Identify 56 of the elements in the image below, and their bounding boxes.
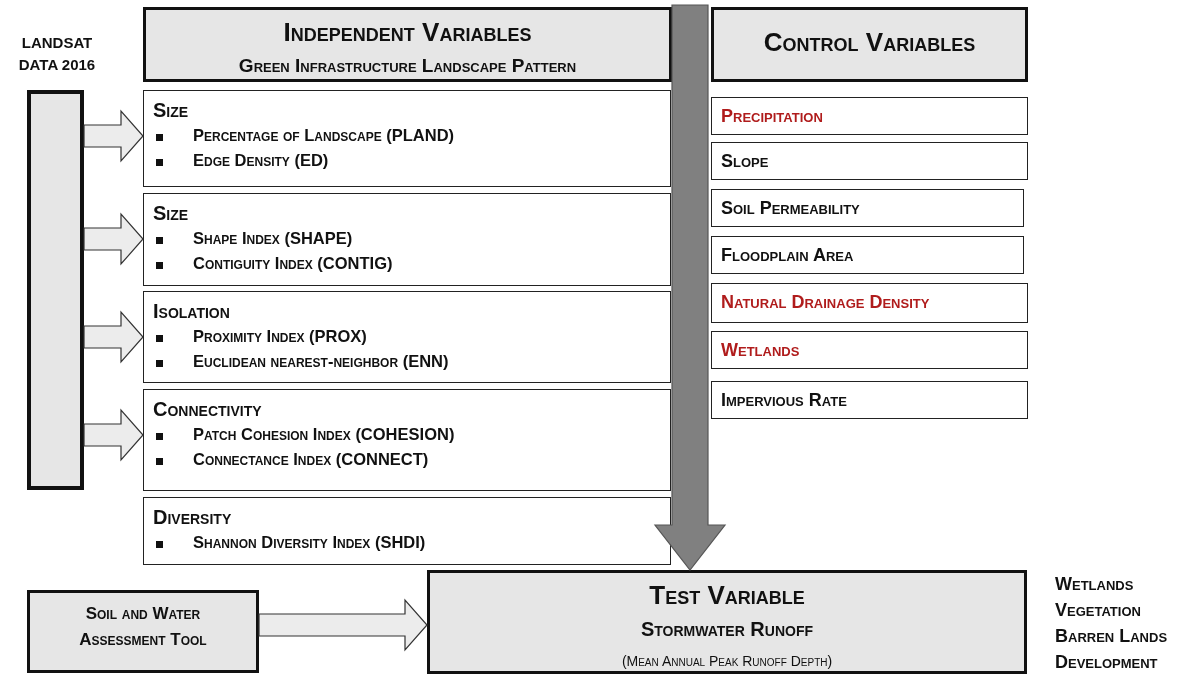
box-note: (Mean Annual Peak Runoff Depth) — [620, 653, 834, 670]
block-arrow — [83, 109, 144, 163]
variable-item: Contiguity Index (CONTIG) — [193, 254, 393, 273]
variable-item: Percentage of Landscape (PLAND) — [193, 126, 455, 145]
control-variable-box — [711, 283, 1028, 323]
control-variable-box — [711, 236, 1024, 274]
group-heading: Size — [153, 202, 189, 225]
control-variable-box — [711, 331, 1028, 369]
group-heading: Diversity — [153, 506, 232, 529]
control-variable-box — [711, 381, 1028, 419]
variable-group-box — [143, 497, 671, 565]
variable-item: Euclidean nearest-neighbor (ENN) — [193, 352, 449, 371]
variable-label: Natural Drainage Density — [721, 292, 930, 313]
header-title: Control Variables — [762, 28, 977, 58]
category-label: Vegetation — [1055, 599, 1141, 621]
test-variable-box — [427, 570, 1027, 674]
block-arrow — [83, 408, 144, 462]
group-heading: Size — [153, 99, 189, 122]
control-variable-box — [711, 97, 1028, 135]
group-heading: Isolation — [153, 300, 230, 323]
header-subtitle: Green Infrastructure Landscape Pattern — [237, 55, 578, 77]
variable-label: Precipitation — [721, 106, 823, 127]
variable-item: Shape Index (SHAPE) — [193, 229, 353, 248]
variable-label: Impervious Rate — [721, 390, 847, 411]
variable-group-box — [143, 90, 671, 187]
flow-arrow — [653, 4, 727, 571]
box-title: Soil and Water Assessment Tool — [78, 603, 208, 651]
variable-item: Connectance Index (CONNECT) — [193, 450, 429, 469]
header-box — [143, 7, 672, 82]
tool-box — [27, 590, 259, 673]
block-arrow — [258, 598, 428, 652]
variable-group-box — [143, 193, 671, 286]
data-source-label: LANDSAT DATA 2016 — [17, 33, 97, 75]
box-subtitle: Stormwater Runoff — [640, 618, 814, 641]
variable-item: Patch Cohesion Index (COHESION) — [193, 425, 455, 444]
variable-item: Shannon Diversity Index (SHDI) — [193, 533, 426, 552]
variable-group-box — [143, 291, 671, 383]
variable-group-box — [143, 389, 671, 491]
variable-label: Floodplain Area — [721, 245, 854, 266]
block-arrow — [83, 212, 144, 266]
control-variable-box — [711, 142, 1028, 180]
variable-label: Wetlands — [721, 340, 800, 361]
control-variable-box — [711, 189, 1024, 227]
tool-box — [27, 90, 84, 490]
header-title: Independent Variables — [282, 18, 533, 48]
category-label: Wetlands — [1055, 573, 1134, 595]
variable-item: Proximity Index (PROX) — [193, 327, 367, 346]
category-label: Barren Lands — [1055, 625, 1168, 647]
variable-item: Edge Density (ED) — [193, 151, 329, 170]
variable-label: Slope — [721, 151, 769, 172]
category-label: Development — [1055, 651, 1158, 673]
box-title: Test Variable — [648, 581, 806, 611]
block-arrow — [83, 310, 144, 364]
variable-label: Soil Permeability — [721, 198, 860, 219]
group-heading: Connectivity — [153, 398, 262, 421]
header-box — [711, 7, 1028, 82]
